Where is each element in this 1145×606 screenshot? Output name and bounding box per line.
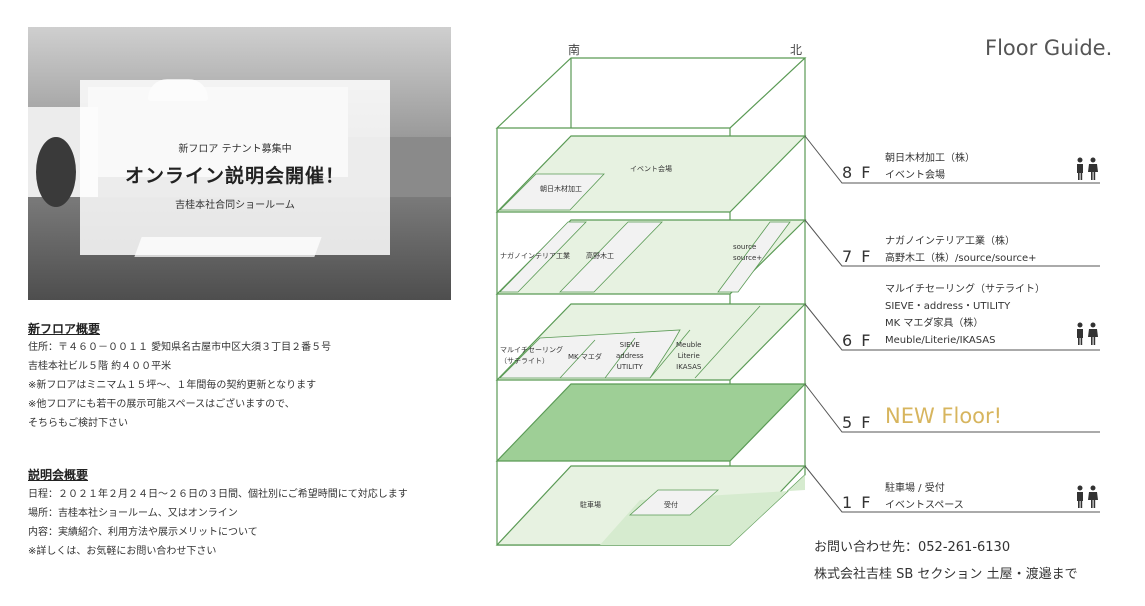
event-overview-line: 日程：２０２１年２月２４日～２６日の３日間、個社別にご希望時間にて対応します <box>28 489 408 500</box>
restroom-icon <box>1077 157 1098 180</box>
callout-8f <box>804 135 1100 184</box>
floor-overview-line: そちらもご検討下さい <box>28 418 128 429</box>
floor-guide-title: Floor Guide. <box>985 36 1113 60</box>
diagram-label-reception: 受付 <box>664 501 678 509</box>
floor-1-desc: 駐車場 / 受付イベントスペース <box>885 483 964 511</box>
floor-overview-line: ※他フロアにも若干の展示可能スペースはございますので、 <box>28 399 295 410</box>
diagram-label-nagano: ナガノインテリア工業 <box>500 252 570 260</box>
floor-number-7: 7 F <box>842 247 873 266</box>
diagram-label-maruichi: マルイチセーリング（サテライト） <box>500 346 563 365</box>
diagram-label-takano: 高野木工 <box>586 252 614 260</box>
floor-8-room <box>499 173 605 211</box>
new-floor-label: NEW Floor! <box>885 404 1003 428</box>
floor-overview-line: 吉桂本社ビル５階 約４００平米 <box>28 361 172 372</box>
north-label: 北 <box>790 43 803 57</box>
event-overview-title: 説明会概要 <box>28 468 89 482</box>
callout-7f <box>804 219 1100 267</box>
hero-place: 吉桂本社合同ショールーム <box>175 200 295 211</box>
hero-overlay: 新フロア テナント募集中 オンライン説明会開催！ 吉桂本社合同ショールーム <box>80 80 390 255</box>
callout-5f <box>804 383 1100 433</box>
floor-7-desc: ナガノインテリア工業（株）高野木工（株）/source/source+ <box>885 236 1037 264</box>
event-overview-line: 場所：吉桂本社ショールーム、又はオンライン <box>28 508 238 519</box>
south-label: 南 <box>568 43 581 57</box>
floor-number-5: 5 F <box>842 413 873 432</box>
floor-5-slab <box>495 383 807 462</box>
floor-overview-title: 新フロア概要 <box>28 322 101 336</box>
floor-number-8: 8 F <box>842 163 873 182</box>
floor-number-1: 1 F <box>842 493 873 512</box>
hero-title: オンライン説明会開催！ <box>124 165 345 187</box>
contact-company: 株式会社吉桂 SB セクション 土屋・渡邉まで <box>814 567 1078 582</box>
floor-8-desc: 朝日木材加工（株）イベント会場 <box>885 153 975 181</box>
diagram-label-asahi: 朝日木材加工 <box>540 185 582 193</box>
callout-1f <box>804 465 1100 513</box>
diagram-label-parking: 駐車場 <box>580 501 601 509</box>
diagram-label-mk: MK マエダ <box>568 353 602 361</box>
contact-phone: お問い合わせ先：052-261-6130 <box>814 540 1011 555</box>
event-overview-body: 日程：２０２１年２月２４日～２６日の３日間、個社別にご希望時間にて対応します 場… <box>28 485 408 561</box>
floor-6-desc: マルイチセーリング（サテライト）SIEVE・address・UTILITY MK… <box>885 284 1045 346</box>
floor-overview-line: 住所：〒４６０－００１１ 愛知県名古屋市中区大須３丁目２番５号 <box>28 342 332 353</box>
diagram-label-event: イベント会場 <box>630 165 672 173</box>
event-overview-line: ※詳しくは、お気軽にお問い合わせ下さい <box>28 546 217 557</box>
roof-outline <box>495 57 807 129</box>
floor-overview-body: 住所：〒４６０－００１１ 愛知県名古屋市中区大須３丁目２番５号 吉桂本社ビル５階… <box>28 338 331 433</box>
floor-overview-line: ※新フロアはミニマム１５坪～、１年間毎の契約更新となります <box>28 380 317 391</box>
floor-number-6: 6 F <box>842 331 873 350</box>
hero-subtitle: 新フロア テナント募集中 <box>178 144 292 155</box>
event-overview-line: 内容：実績紹介、利用方法や展示メリットについて <box>28 527 258 538</box>
callout-6f <box>804 303 1100 351</box>
restroom-icon <box>1077 322 1098 345</box>
restroom-icon <box>1077 485 1098 508</box>
